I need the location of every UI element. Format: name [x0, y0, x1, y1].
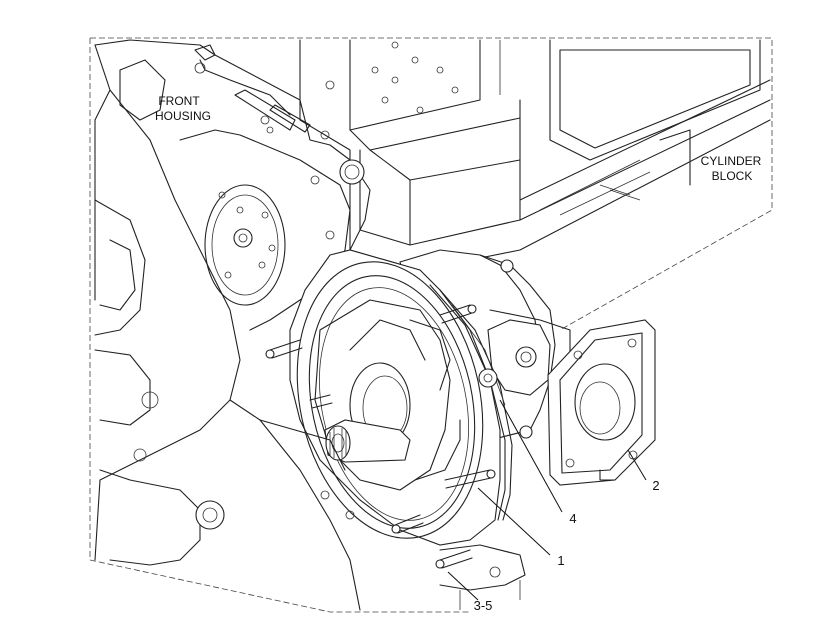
front-housing-outline — [94, 39, 371, 566]
leader-3-5 — [447, 571, 479, 601]
lower-housing — [229, 399, 526, 611]
pump-inner-cavity — [314, 299, 461, 491]
front-housing-label-line2: HOUSING — [155, 109, 211, 123]
front-housing-label: FRONT HOUSING — [155, 94, 211, 123]
cylinder-block-outline — [299, 39, 771, 271]
callout-2: 2 — [652, 478, 659, 493]
callout-leaders — [447, 399, 647, 601]
leader-2 — [627, 449, 647, 481]
leader-1 — [477, 487, 551, 556]
callout-3-5: 3-5 — [474, 598, 493, 613]
callout-1: 1 — [557, 553, 564, 568]
bolts — [265, 304, 533, 569]
cylinder-block-label-line1: CYLINDER — [701, 154, 762, 168]
square-flange — [547, 319, 656, 486]
cylinder-block-label: CYLINDER BLOCK — [701, 154, 762, 183]
front-housing-label-line1: FRONT — [158, 94, 200, 108]
cylinder-block-label-line2: BLOCK — [712, 169, 753, 183]
callout-4: 4 — [569, 511, 576, 526]
leader-4 — [499, 399, 563, 513]
cutaway-border — [89, 37, 773, 613]
rear-gear-plate — [204, 184, 286, 306]
